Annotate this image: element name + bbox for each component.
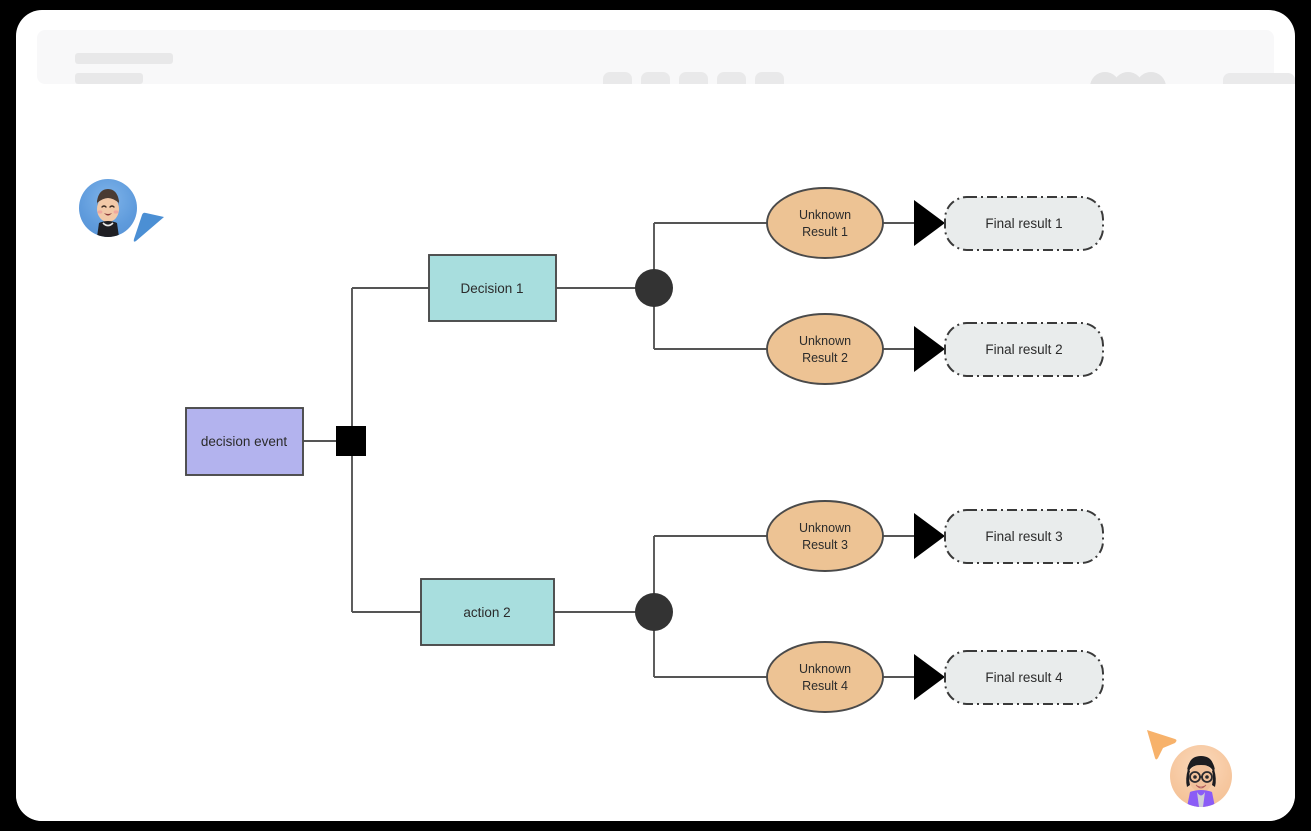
node-unknown-result-3-label-line2: Result 3 xyxy=(802,538,848,552)
node-unknown-result-2-label-line2: Result 2 xyxy=(802,351,848,365)
toolbar xyxy=(37,30,1295,102)
diagram-canvas[interactable]: .ln { stroke: #555555; stroke-width: 1.9… xyxy=(16,84,1295,821)
flowchart-svg: .ln { stroke: #555555; stroke-width: 1.9… xyxy=(185,187,1104,713)
node-unknown-result-4-label-line2: Result 4 xyxy=(802,679,848,693)
arrowhead-final-result-4 xyxy=(914,654,945,700)
node-final-result-1-label: Final result 1 xyxy=(985,216,1062,231)
node-final-result-2[interactable] xyxy=(944,322,1104,377)
node-final-result-3-label: Final result 3 xyxy=(985,529,1062,544)
node-final-result-4[interactable] xyxy=(944,650,1104,705)
node-unknown-result-3-label-line1: Unknown xyxy=(799,521,851,535)
node-unknown-result-1-label-line2: Result 1 xyxy=(802,225,848,239)
node-junction-1[interactable] xyxy=(635,269,673,307)
node-decision-1-label: Decision 1 xyxy=(460,281,523,296)
node-decision-1[interactable] xyxy=(428,254,557,322)
arrowhead-final-result-1 xyxy=(914,200,945,246)
node-final-result-2-label: Final result 2 xyxy=(985,342,1062,357)
node-final-result-1[interactable] xyxy=(944,196,1104,251)
arrowhead-final-result-2 xyxy=(914,326,945,372)
node-unknown-result-4-label-line1: Unknown xyxy=(799,662,851,676)
node-fork-bar[interactable] xyxy=(336,426,366,456)
node-action-2-label: action 2 xyxy=(463,605,510,620)
app-window: .ln { stroke: #555555; stroke-width: 1.9… xyxy=(16,10,1295,821)
node-decision-event[interactable] xyxy=(185,407,304,476)
node-unknown-result-3[interactable] xyxy=(766,500,884,572)
node-action-2[interactable] xyxy=(420,578,555,646)
node-unknown-result-1-label-line1: Unknown xyxy=(799,208,851,222)
node-junction-2[interactable] xyxy=(635,593,673,631)
subtitle-placeholder xyxy=(75,73,143,84)
node-final-result-4-label: Final result 4 xyxy=(985,670,1063,685)
title-placeholder xyxy=(75,53,173,64)
node-unknown-result-2[interactable] xyxy=(766,313,884,385)
node-unknown-result-1[interactable] xyxy=(766,187,884,259)
arrowhead-final-result-3 xyxy=(914,513,945,559)
node-unknown-result-2-label-line1: Unknown xyxy=(799,334,851,348)
node-final-result-3[interactable] xyxy=(944,509,1104,564)
node-unknown-result-4[interactable] xyxy=(766,641,884,713)
node-decision-event-label: decision event xyxy=(201,434,288,449)
